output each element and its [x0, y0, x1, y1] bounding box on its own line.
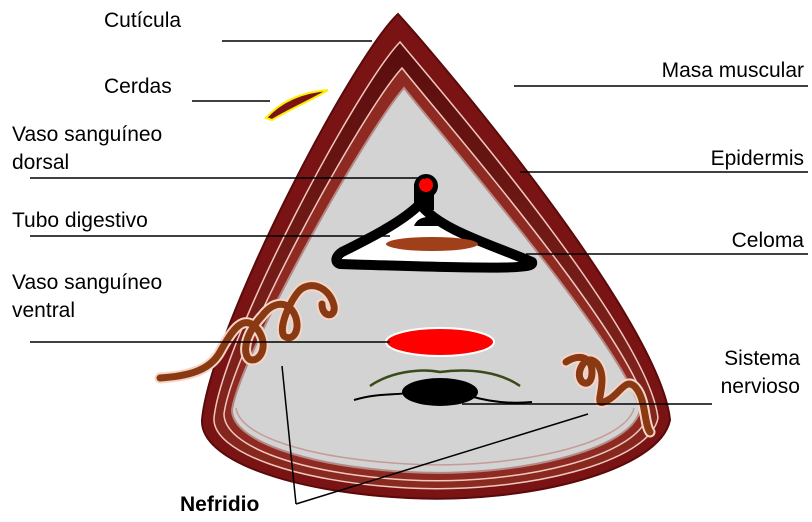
- vaso-dorsal-red: [419, 178, 433, 192]
- label-celoma: Celoma: [732, 228, 804, 254]
- label-sistema-nervioso-line1: Sistema: [724, 346, 800, 372]
- label-vaso-ventral-line2: ventral: [12, 298, 75, 324]
- label-masa-muscular: Masa muscular: [662, 58, 804, 84]
- label-cerdas: Cerdas: [104, 74, 172, 100]
- label-tubo-digestivo: Tubo digestivo: [12, 208, 148, 234]
- label-vaso-ventral-line1: Vaso sanguíneo: [12, 270, 162, 296]
- tubo-digestivo-lumen: [386, 237, 478, 251]
- label-epidermis: Epidermis: [711, 146, 804, 172]
- label-vaso-dorsal-line1: Vaso sanguíneo: [12, 122, 162, 148]
- cerdas-bristle: [266, 90, 328, 120]
- label-sistema-nervioso-line2: nervioso: [721, 374, 800, 400]
- sistema-nervioso-ganglion: [402, 378, 478, 406]
- vaso-ventral: [386, 328, 494, 356]
- label-nefridio: Nefridio: [180, 492, 259, 518]
- label-vaso-dorsal-line2: dorsal: [12, 150, 69, 176]
- label-cuticula: Cutícula: [104, 8, 181, 34]
